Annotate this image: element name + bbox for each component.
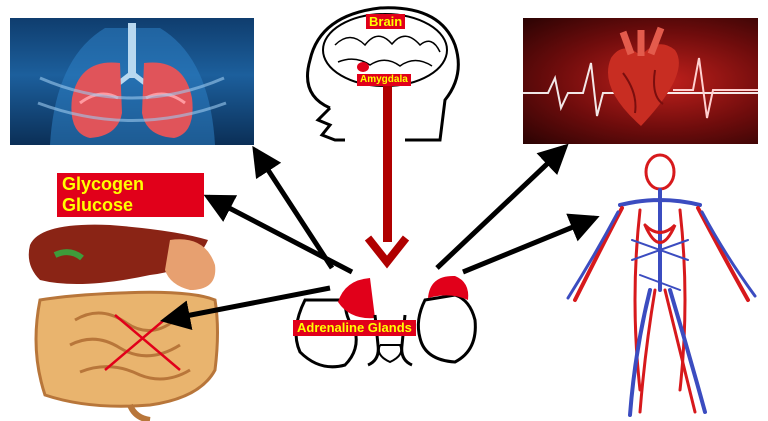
intestines-icon: [36, 292, 218, 420]
arrow-to-heart: [437, 147, 565, 268]
liver-icon: [29, 225, 216, 290]
glycogen-text: Glycogen: [62, 174, 199, 195]
effect-arrows: [165, 147, 595, 320]
arrow-to-liver: [208, 197, 352, 272]
adrenaline-glands-label: Adrenaline Glands: [293, 320, 416, 336]
brain-label: Brain: [366, 14, 405, 29]
glucose-text: Glucose: [62, 195, 199, 216]
amygdala-label: Amygdala: [357, 74, 411, 86]
glycogen-glucose-label: Glycogen Glucose: [57, 173, 204, 217]
arrow-to-lungs: [255, 150, 332, 268]
circulatory-body-icon: [568, 155, 755, 415]
brain-to-glands-arrow: [368, 82, 406, 262]
